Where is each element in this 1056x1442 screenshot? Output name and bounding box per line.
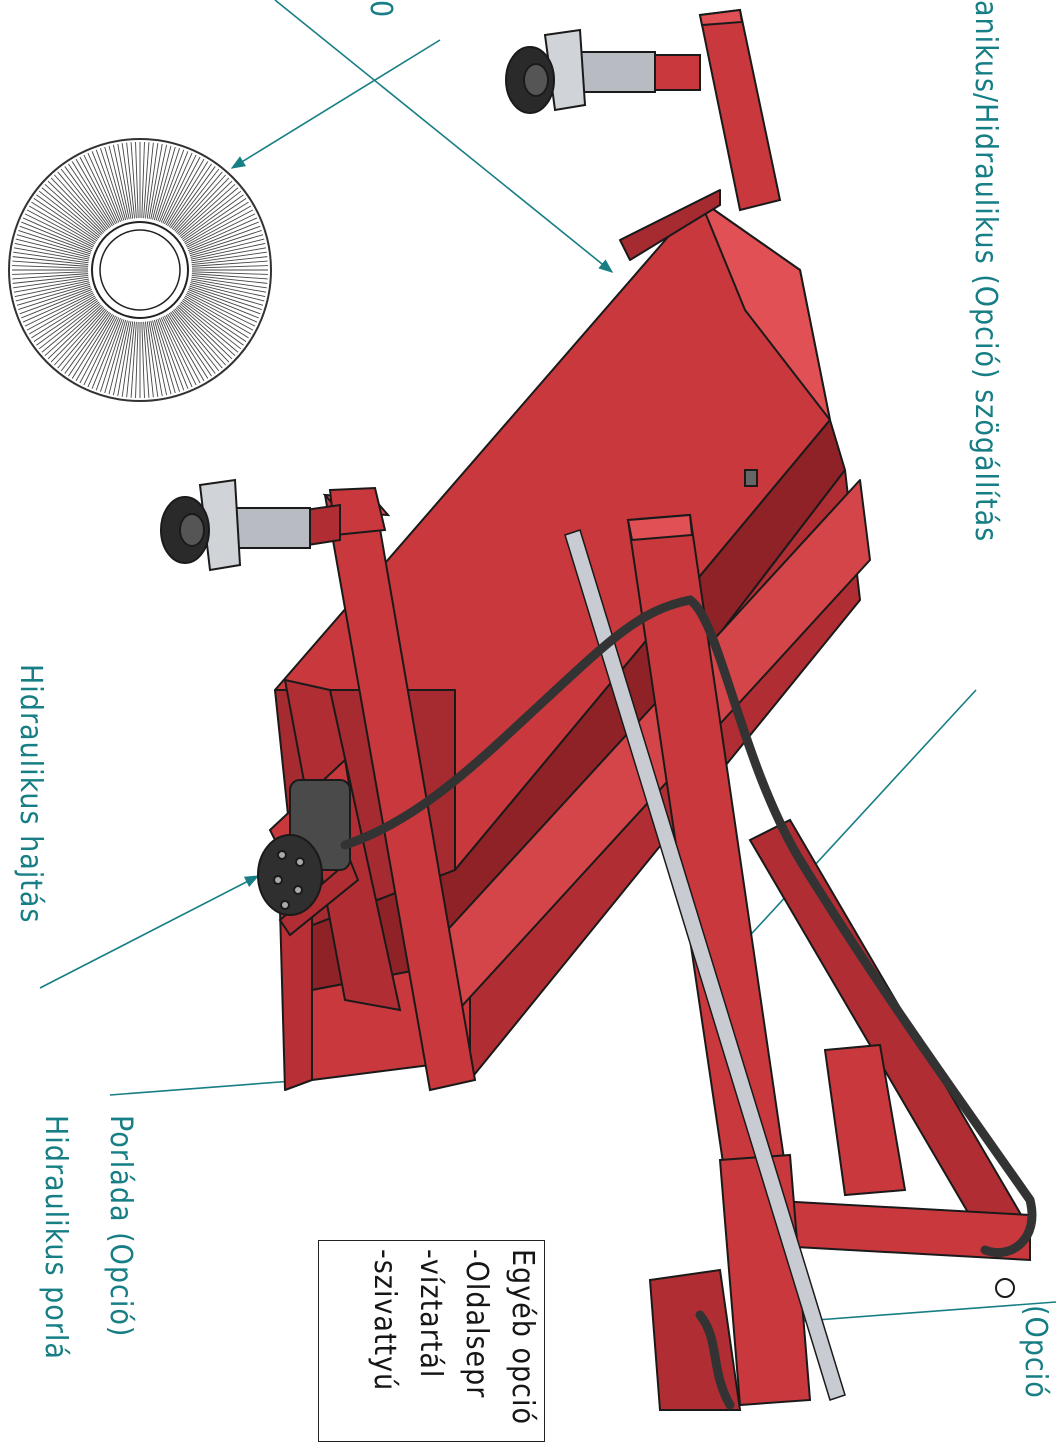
caster-wheel-top — [505, 8, 782, 212]
options-item: -Oldalsepr — [459, 1249, 494, 1399]
dust-box-label: Porláda (Opció) — [103, 1115, 138, 1338]
options-item: -szivattyú — [367, 1249, 402, 1392]
hyd-dust-label: Hidraulikus porlá — [38, 1115, 73, 1360]
options-box: Egyéb opció -Oldalsepr -víztartál -sziva… — [318, 1240, 545, 1442]
hydraulic-motor — [257, 757, 360, 937]
options-title: Egyéb opció — [505, 1249, 540, 1425]
options-item: -víztartál — [413, 1249, 448, 1379]
brush-disc — [8, 138, 272, 402]
tilt-label: anikus/Hidraulikus (Opció) szögállítás — [968, 0, 1003, 543]
drawbar-frame — [626, 469, 1032, 1411]
leader-lines — [39, 0, 1056, 1327]
top-fragment-label: 0 — [363, 0, 398, 19]
adjust-bar — [564, 529, 846, 1401]
hydraulic-hose — [340, 595, 1037, 1410]
bottom-right-fragment-label: (Opció — [1018, 1305, 1053, 1399]
caster-wheel-left — [160, 478, 387, 572]
drive-label: Hidraulikus hajtás — [13, 664, 48, 924]
